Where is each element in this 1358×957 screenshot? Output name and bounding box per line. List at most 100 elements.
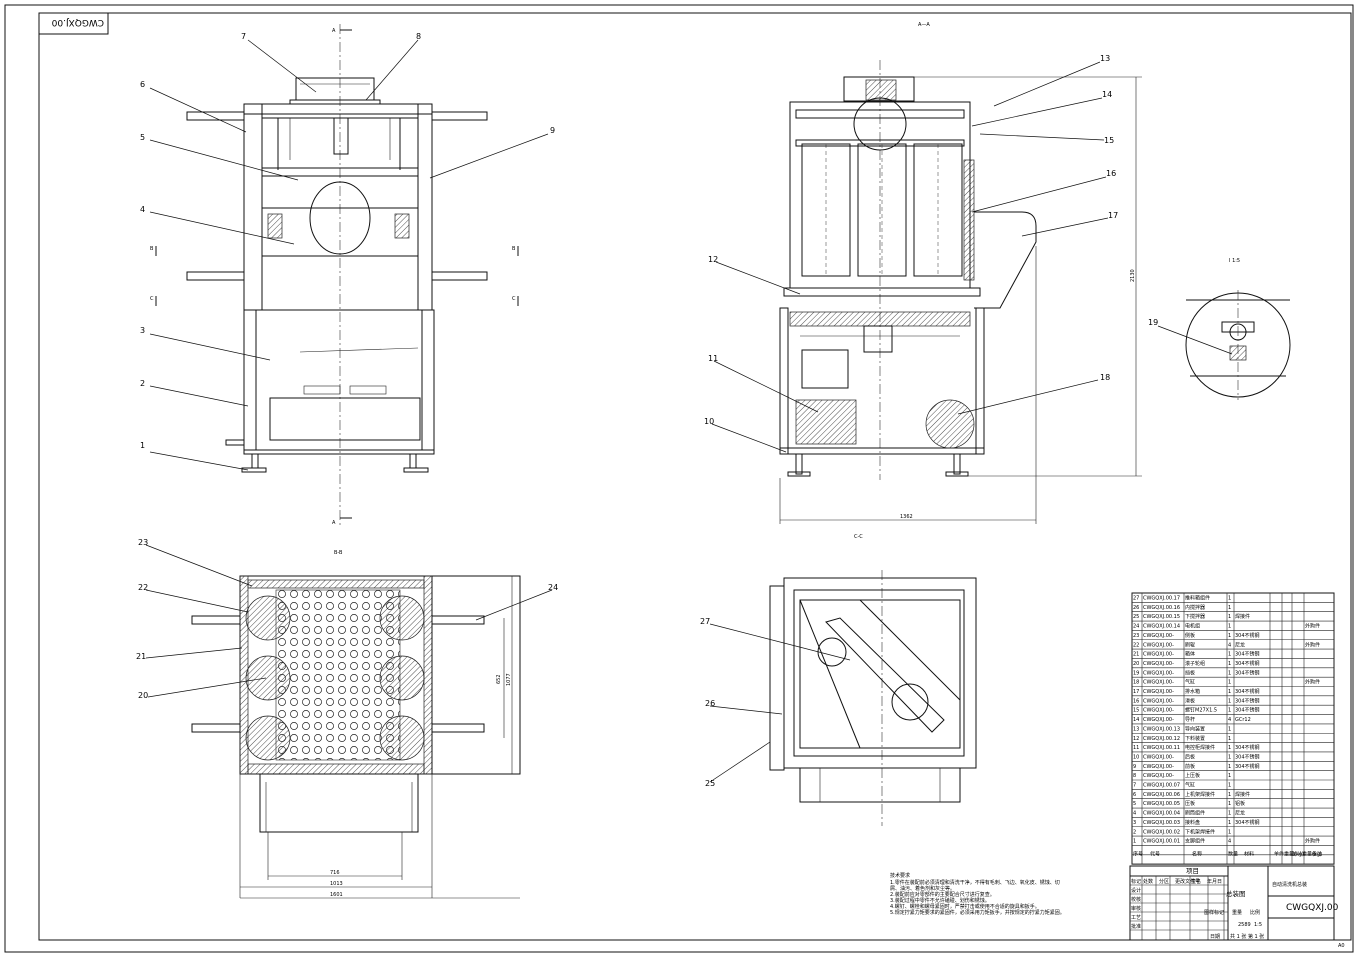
bom-cell-no: 23 (1133, 633, 1139, 639)
bom-cell-material: 304不锈钢 (1235, 688, 1260, 695)
bom-cell-no: 6 (1133, 792, 1136, 798)
section-cc-view: C-C (769, 534, 977, 826)
bom-cell-code: CWGQXJ.00- (1143, 661, 1174, 667)
bom-cell-code: CWGQXJ.00- (1143, 642, 1174, 648)
bom-cell-code: CWGQXJ.00.05 (1143, 801, 1180, 807)
section-aa-view: A—A (779, 22, 1142, 524)
bom-cell-qty: 1 (1228, 736, 1231, 742)
bom-cell-material: 304不锈钢 (1235, 763, 1260, 770)
bom-cell-no: 16 (1133, 698, 1139, 704)
bom-cell-no: 13 (1133, 726, 1139, 732)
balloon-5: 5 (140, 133, 145, 142)
bom-cell-code: CWGQXJ.00- (1143, 698, 1174, 704)
section-cc-label: C-C (854, 534, 863, 540)
balloon-18: 18 (1100, 373, 1110, 382)
title-block: 项目 总装图 自动清洗机总装 CWGQXJ.00 图样标记 重量 比例 2589… (1129, 865, 1339, 941)
bom-cell-name: 电机组 (1185, 623, 1200, 630)
balloon-4: 4 (140, 205, 145, 214)
title-col-label: 更改文件号 (1175, 878, 1200, 885)
bom-cell-no: 8 (1133, 773, 1136, 779)
dim-width-side: 1362 (900, 514, 913, 520)
bom-cell-material: 尼龙 (1235, 810, 1245, 817)
bom-cell-name: 螺钉M27X1.5 (1185, 707, 1217, 714)
title-code: CWGQXJ.00 (1286, 903, 1339, 913)
balloon-20: 20 (138, 691, 148, 700)
bom-cell-code: CWGQXJ.00.06 (1143, 792, 1180, 798)
bom-cell-no: 5 (1133, 801, 1136, 807)
balloon-13: 13 (1100, 54, 1110, 63)
bom-cell-no: 19 (1133, 670, 1139, 676)
bom-cell-code: CWGQXJ.00.13 (1143, 726, 1180, 732)
bom-cell-code: CWGQXJ.00.15 (1143, 614, 1180, 620)
bom-header-material: 材料 (1244, 850, 1254, 857)
balloon-7: 7 (241, 32, 246, 41)
bom-cell-name: 压板 (1185, 800, 1195, 807)
title-row-label: 工艺 (1131, 915, 1141, 921)
balloon-16: 16 (1106, 169, 1116, 178)
bom-cell-no: 10 (1133, 754, 1139, 760)
bom-cell-qty: 1 (1228, 708, 1231, 714)
bom-cell-qty: 4 (1228, 717, 1231, 723)
corner-code: CWGQXJ.00 (51, 17, 104, 27)
bom-cell-name: 导向装置 (1185, 725, 1205, 732)
section-bb-label: B-B (334, 550, 343, 556)
corner-code-box (38, 12, 109, 35)
bom-cell-qty: 1 (1228, 754, 1231, 760)
bom-cell-material: 焊接件 (1235, 791, 1250, 798)
bom-cell-no: 9 (1133, 764, 1136, 770)
balloon-24: 24 (548, 583, 558, 592)
bom-cell-qty: 1 (1228, 726, 1231, 732)
bom-cell-no: 14 (1133, 717, 1139, 723)
bom-cell-material: 304不锈钢 (1235, 819, 1260, 826)
bom-cell-name: 气缸 (1185, 679, 1195, 686)
balloon-12: 12 (708, 255, 718, 264)
bom-cell-qty: 1 (1228, 652, 1231, 658)
detail-view: I 1:5 (1185, 258, 1291, 400)
bom-cell-name: 下机架焊接件 (1185, 828, 1215, 835)
bom-cell-code: CWGQXJ.00.12 (1143, 736, 1180, 742)
balloon-27: 27 (700, 617, 710, 626)
balloon-callouts: 1 2 3 4 5 6 7 8 9 10 11 12 13 14 15 16 1… (136, 32, 1233, 788)
bom-cell-no: 25 (1133, 614, 1139, 620)
bom-cell-code: CWGQXJ.00.16 (1143, 605, 1180, 611)
bom-cell-no: 18 (1133, 680, 1139, 686)
title-scale-label: 比例 (1250, 909, 1260, 916)
notes-title: 技术要求 (890, 872, 910, 879)
bom-cell-code: CWGQXJ.00- (1143, 717, 1174, 723)
bom-cell-qty: 1 (1228, 801, 1231, 807)
balloon-19: 19 (1148, 318, 1158, 327)
title-col-label: 分区 (1159, 878, 1169, 885)
bom-cell-material: GCr12 (1235, 717, 1251, 723)
dim-1013: 1013 (330, 881, 343, 887)
bom-cell-qty: 1 (1228, 605, 1231, 611)
balloon-17: 17 (1108, 211, 1118, 220)
bom-cell-name: 上压板 (1185, 772, 1200, 779)
bom-cell-qty: 1 (1228, 633, 1231, 639)
section-aa-label: A—A (918, 22, 930, 28)
section-marker-b-right: B (512, 246, 516, 252)
balloon-6: 6 (140, 80, 145, 89)
balloon-22: 22 (138, 583, 148, 592)
dim-716: 716 (330, 870, 340, 876)
bom-cell-no: 7 (1133, 783, 1136, 789)
bom-cell-name: 滚子轮组 (1185, 660, 1205, 667)
bom-cell-name: 排水箱 (1185, 688, 1200, 695)
bom-cell-name: 滑板 (1185, 697, 1195, 704)
balloon-2: 2 (140, 379, 145, 388)
bom-cell-name: 后板 (1185, 753, 1195, 760)
bom-cell-no: 11 (1133, 745, 1139, 751)
dim-1601: 1601 (330, 892, 343, 898)
bom-cell-qty: 1 (1228, 661, 1231, 667)
bom-cell-name: 接料盘 (1185, 819, 1200, 826)
bom-cell-no: 2 (1133, 829, 1136, 835)
bom-cell-no: 26 (1133, 605, 1139, 611)
bom-cell-code: CWGQXJ.00.04 (1143, 811, 1180, 817)
bom-cell-name: 上机架焊接件 (1185, 791, 1215, 798)
bom-cell-name: 导杆 (1185, 716, 1195, 723)
bom-cell-no: 22 (1133, 642, 1139, 648)
section-bb-view: B-B 716 1013 1601 (191, 550, 521, 899)
bom-cell-code: CWGQXJ.00.02 (1143, 829, 1180, 835)
detail-label: I 1:5 (1229, 258, 1240, 264)
